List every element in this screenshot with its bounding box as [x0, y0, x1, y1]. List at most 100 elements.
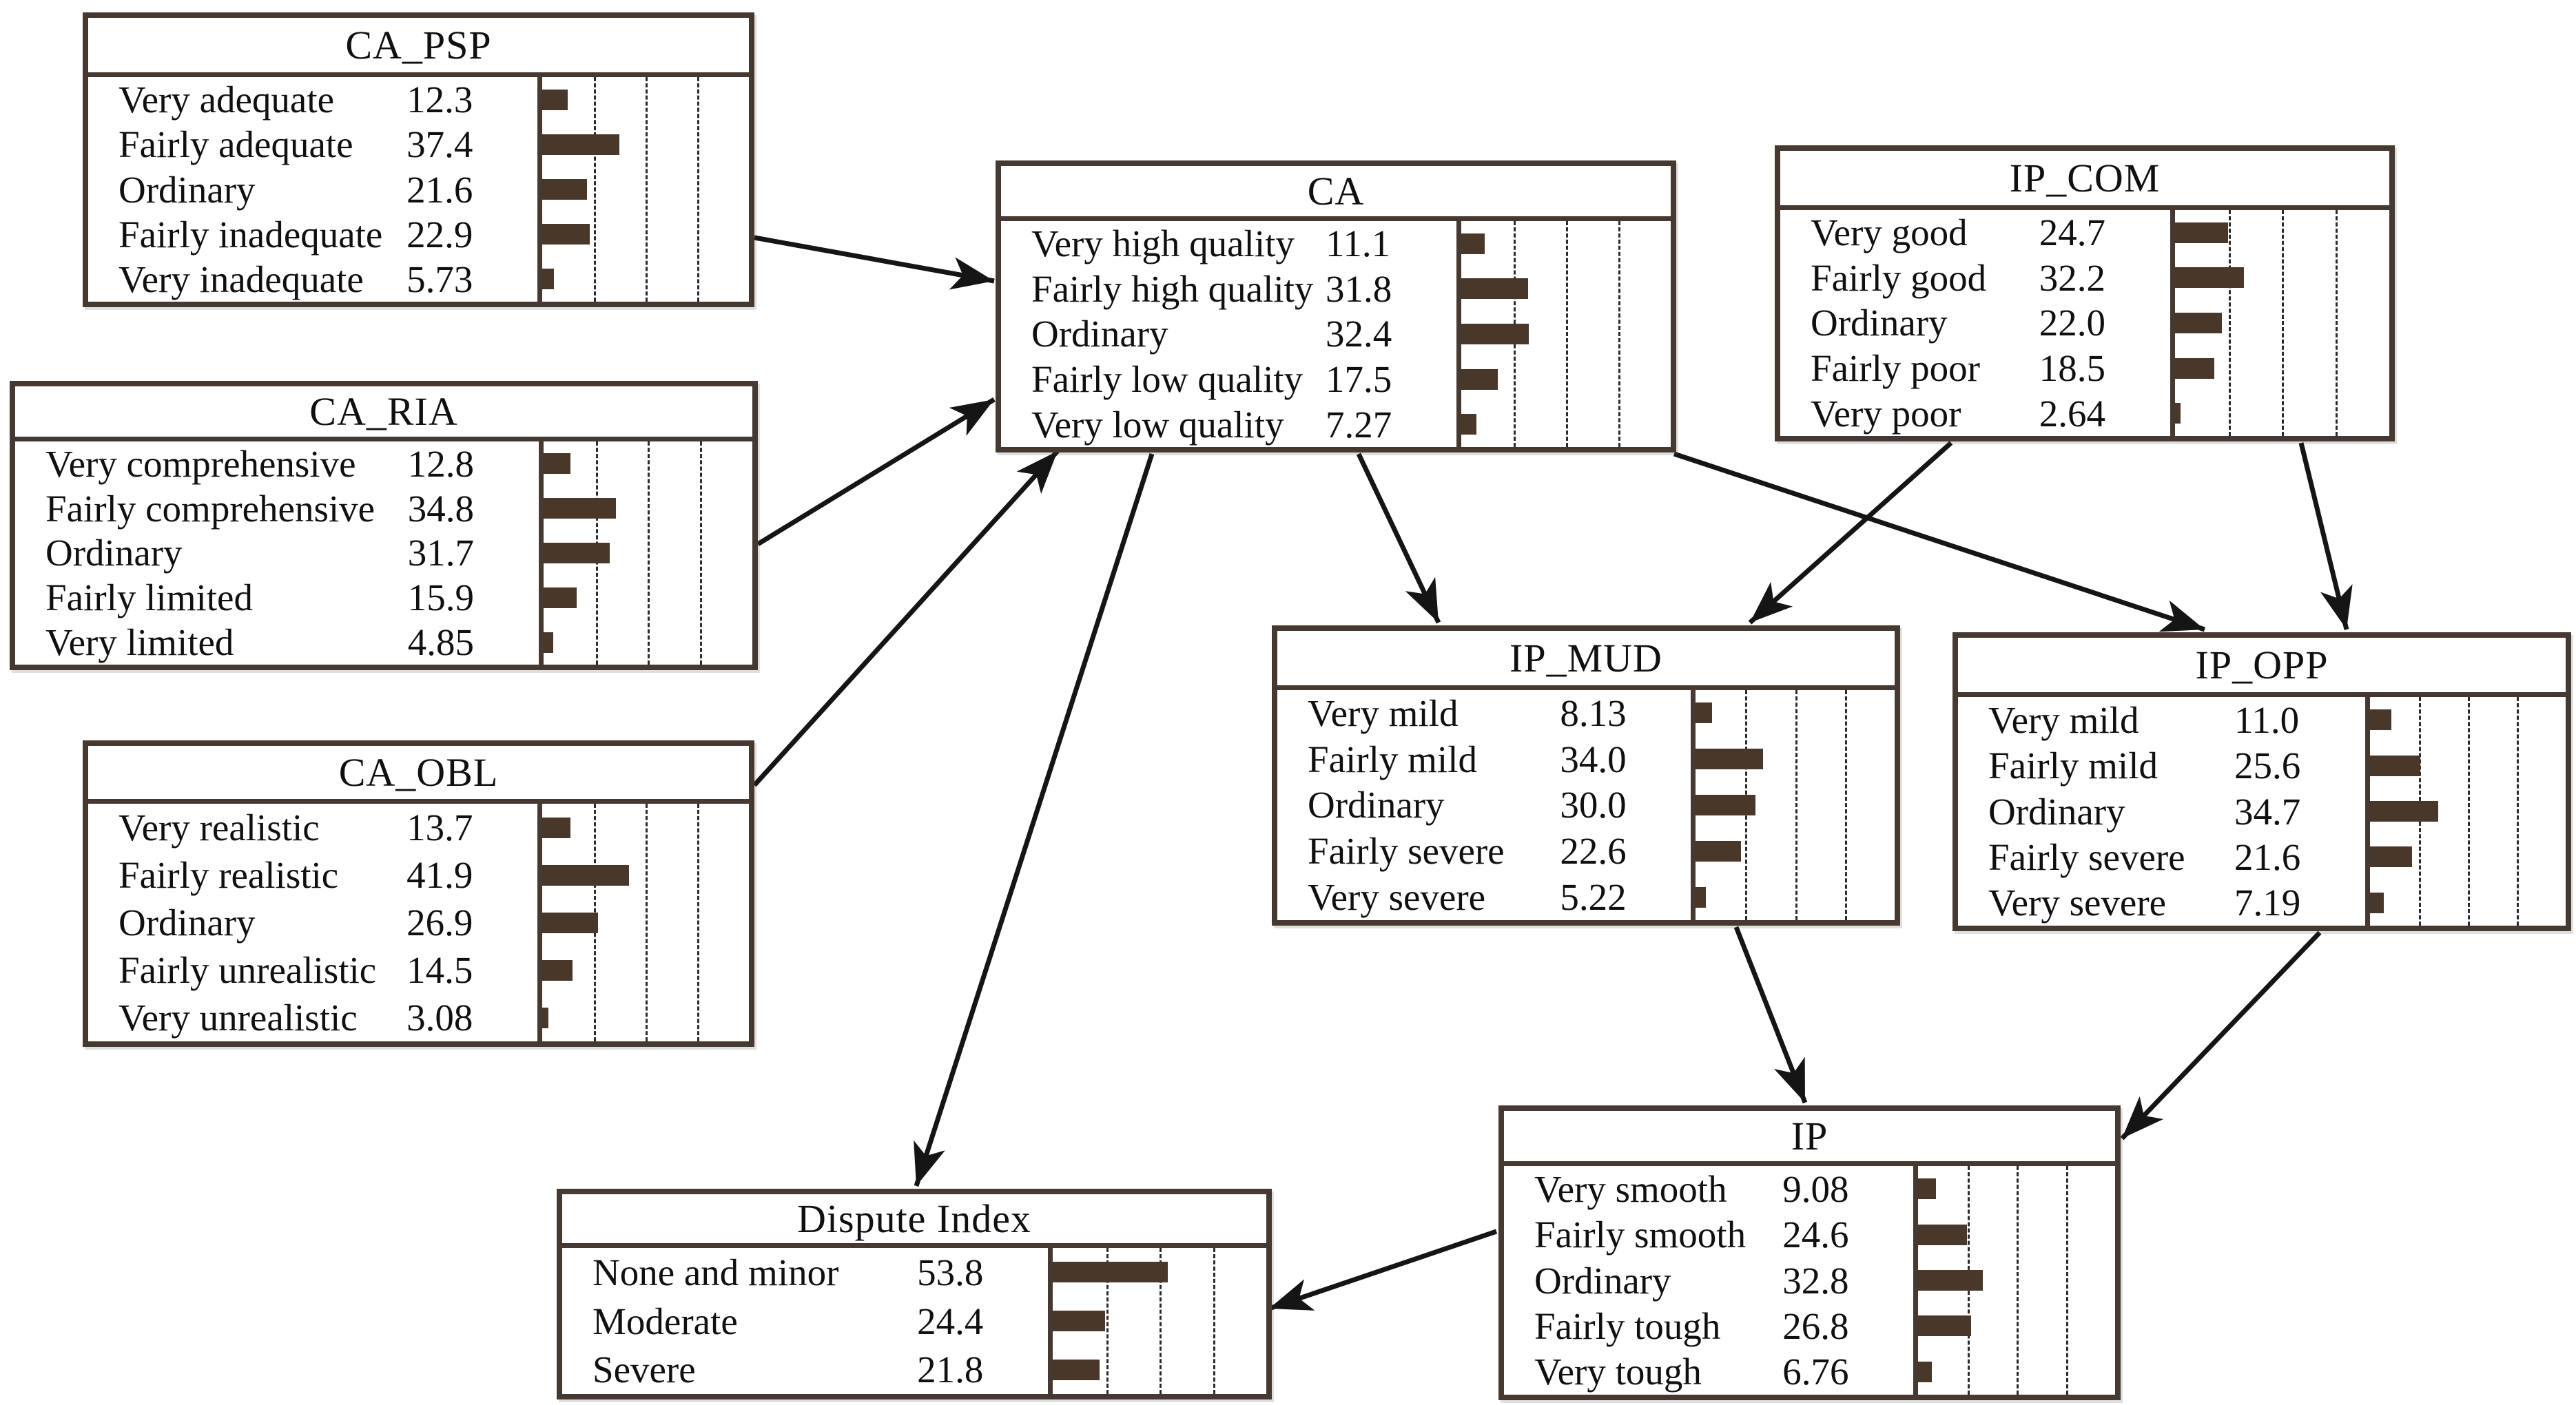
probability-bar [1461, 414, 1477, 435]
bar-gridline-50 [646, 804, 648, 1041]
probability-bar-chart [537, 77, 749, 302]
state-label: Severe [593, 1349, 696, 1391]
node-title-ca: CA [1001, 166, 1671, 221]
edge-ca-obl-to-ca [752, 449, 1060, 787]
node-title-dispute-index: Dispute Index [562, 1194, 1266, 1248]
state-probability: 21.6 [2234, 835, 2301, 878]
probability-bar [542, 959, 573, 981]
probability-bar [1461, 368, 1498, 390]
state-label: Very limited [45, 621, 234, 664]
state-label: Very tough [1534, 1351, 1702, 1393]
probability-bar-chart [537, 804, 749, 1041]
node-title-ip: IP [1504, 1111, 2115, 1166]
state-label: Very realistic [119, 806, 320, 849]
state-label: Ordinary [1988, 790, 2125, 833]
state-probability: 3.08 [406, 997, 473, 1039]
state-probability: 8.13 [1560, 691, 1627, 734]
probability-bar [542, 1007, 549, 1028]
bar-gridline-75 [697, 77, 700, 302]
state-row: Very unrealistic 3.08 [88, 994, 537, 1041]
state-label: Fairly tough [1534, 1304, 1721, 1347]
state-label: Fairly unrealistic [119, 949, 377, 991]
state-label: Fairly severe [1988, 835, 2185, 878]
probability-bar [542, 817, 571, 838]
probability-bar [2369, 709, 2392, 731]
probability-bar [2174, 222, 2228, 243]
state-probability: 18.5 [2039, 347, 2105, 390]
node-title-ca-obl: CA_OBL [88, 746, 749, 804]
state-probability: 9.08 [1782, 1167, 1849, 1210]
bar-gridline-50 [2017, 1166, 2019, 1395]
bar-gridline-25 [1106, 1248, 1109, 1394]
state-label: Very unrealistic [119, 997, 358, 1039]
probability-bar-chart [2170, 210, 2389, 436]
bar-gridline-75 [2516, 697, 2519, 926]
probability-bar [1696, 840, 1741, 862]
probability-bar-chart [1048, 1248, 1266, 1394]
probability-bar [542, 179, 587, 200]
state-row: Very tough 6.76 [1504, 1349, 1913, 1395]
probability-bar-chart [2364, 697, 2566, 926]
edge-ip-to-dispute-index [1268, 1229, 1498, 1311]
state-probability: 14.5 [406, 949, 473, 991]
state-label: Fairly good [1811, 256, 1987, 299]
state-label: Ordinary [119, 902, 256, 944]
state-probability: 13.7 [406, 806, 473, 849]
node-title-ip-com: IP_COM [1780, 151, 2389, 210]
state-label: Ordinary [45, 532, 183, 574]
probability-bar [542, 912, 598, 933]
probability-bar-chart [1456, 221, 1671, 447]
bar-gridline-50 [2282, 210, 2285, 436]
state-probability: 11.1 [1325, 222, 1391, 265]
probability-bar [2174, 267, 2244, 289]
state-label: Ordinary [1031, 313, 1168, 355]
state-label: Very mild [1988, 698, 2139, 741]
state-probability: 41.9 [406, 854, 473, 896]
probability-bar [543, 587, 577, 608]
state-probability: 6.76 [1782, 1351, 1849, 1393]
probability-bar [1053, 1359, 1100, 1380]
state-probability: 37.4 [406, 123, 473, 166]
state-probability: 25.6 [2234, 745, 2301, 787]
state-probability: 30.0 [1560, 784, 1627, 826]
state-probability: 22.6 [1560, 830, 1627, 873]
probability-bar [2174, 357, 2215, 379]
state-label: Fairly limited [45, 576, 253, 619]
state-label: Moderate [593, 1300, 738, 1342]
edge-ip-com-to-ip-opp [2298, 442, 2353, 630]
state-probability: 7.19 [2234, 882, 2301, 924]
state-probability: 21.8 [917, 1349, 984, 1391]
state-label: Very inadequate [119, 258, 364, 300]
